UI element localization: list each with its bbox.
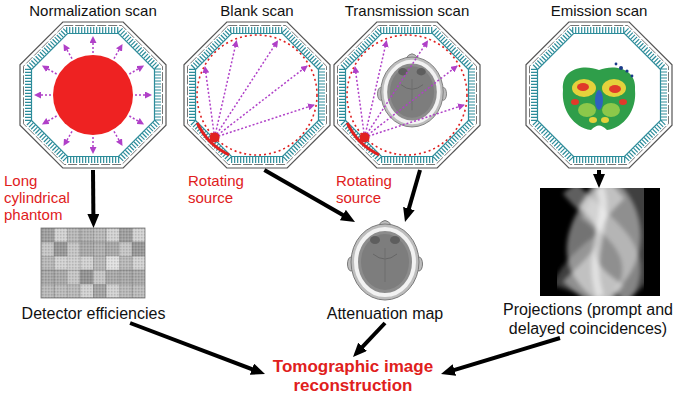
scanner-node: Emission scan [524, 2, 674, 170]
annotation-label: Rotating source [336, 172, 406, 206]
scan-heading: Normalization scan [18, 2, 168, 20]
normalization-phantom [35, 37, 151, 153]
scanner-node: Blank scan [183, 2, 331, 170]
rotating-source-orbit [197, 35, 317, 155]
scan-heading: Emission scan [524, 2, 674, 20]
cylindrical-phantom [53, 55, 133, 135]
flow-arrow [408, 170, 420, 212]
flow-arrow [264, 170, 346, 217]
flow-arrow [130, 323, 256, 371]
attenuation-map-image [348, 221, 423, 301]
node-label: Tomographic image reconstruction [265, 357, 441, 395]
source-orbit [347, 35, 467, 155]
data-product: Projections (prompt and delayed coincide… [494, 188, 682, 338]
flow-arrow [451, 338, 560, 371]
node-label: Detector efficiencies [6, 304, 181, 323]
annotation-label: Rotating source [188, 172, 258, 206]
annotation-label: Long cylindrical phantom [4, 172, 84, 223]
transmission-setup [347, 35, 467, 155]
data-product: Detector efficiencies [6, 228, 181, 323]
patient-head [378, 54, 447, 127]
node-label: Attenuation map [305, 304, 465, 323]
flow-arrow [597, 170, 601, 178]
scan-heading: Blank scan [183, 2, 331, 20]
flow-arrow [91, 170, 95, 218]
scanner-ring [184, 22, 330, 168]
scanner-ring [334, 22, 480, 168]
source-orbit [197, 35, 317, 155]
data-product: Attenuation map [305, 222, 465, 323]
gamma-rays [35, 37, 151, 153]
point-source [210, 132, 220, 142]
scanner-node: Transmission scan [333, 2, 481, 170]
flow-arrow [360, 323, 385, 350]
scanner-node: Normalization scan [18, 2, 168, 170]
node-label: Projections (prompt and delayed coincide… [494, 300, 682, 338]
detector-efficiency-map [41, 228, 145, 298]
scanner-ring [20, 22, 166, 168]
result-node: Tomographic image reconstruction [265, 357, 441, 395]
point-source [360, 132, 370, 142]
sinogram-image [540, 188, 660, 296]
scanner-ring [526, 22, 672, 168]
transmission-rays [355, 41, 464, 137]
scan-heading: Transmission scan [333, 2, 481, 20]
tracer-distribution [563, 63, 635, 130]
transmission-rays [205, 41, 314, 137]
